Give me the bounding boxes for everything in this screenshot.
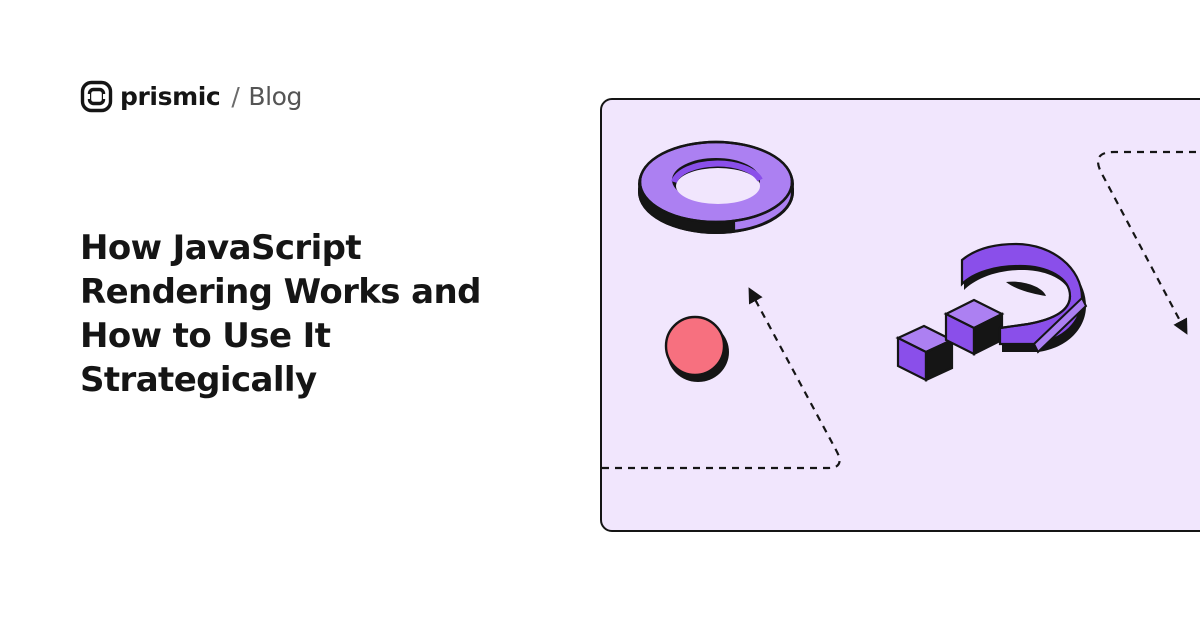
blog-link[interactable]: Blog: [248, 81, 303, 111]
ring-shape: [638, 140, 794, 234]
brand-separator: /: [231, 81, 240, 111]
brand-name: prismic: [120, 81, 221, 111]
coral-ball-shape: [664, 315, 729, 382]
article-title: How JavaScript Rendering Works and How t…: [80, 228, 481, 400]
hero-illustration: [600, 98, 1200, 532]
site-brand[interactable]: prismic / Blog: [80, 78, 302, 114]
dashed-arrow-path-left: [602, 287, 841, 470]
dashed-arrow-path-right: [1096, 150, 1200, 335]
prismic-logo-icon: [80, 80, 113, 113]
question-mark-shape: [895, 242, 1088, 382]
